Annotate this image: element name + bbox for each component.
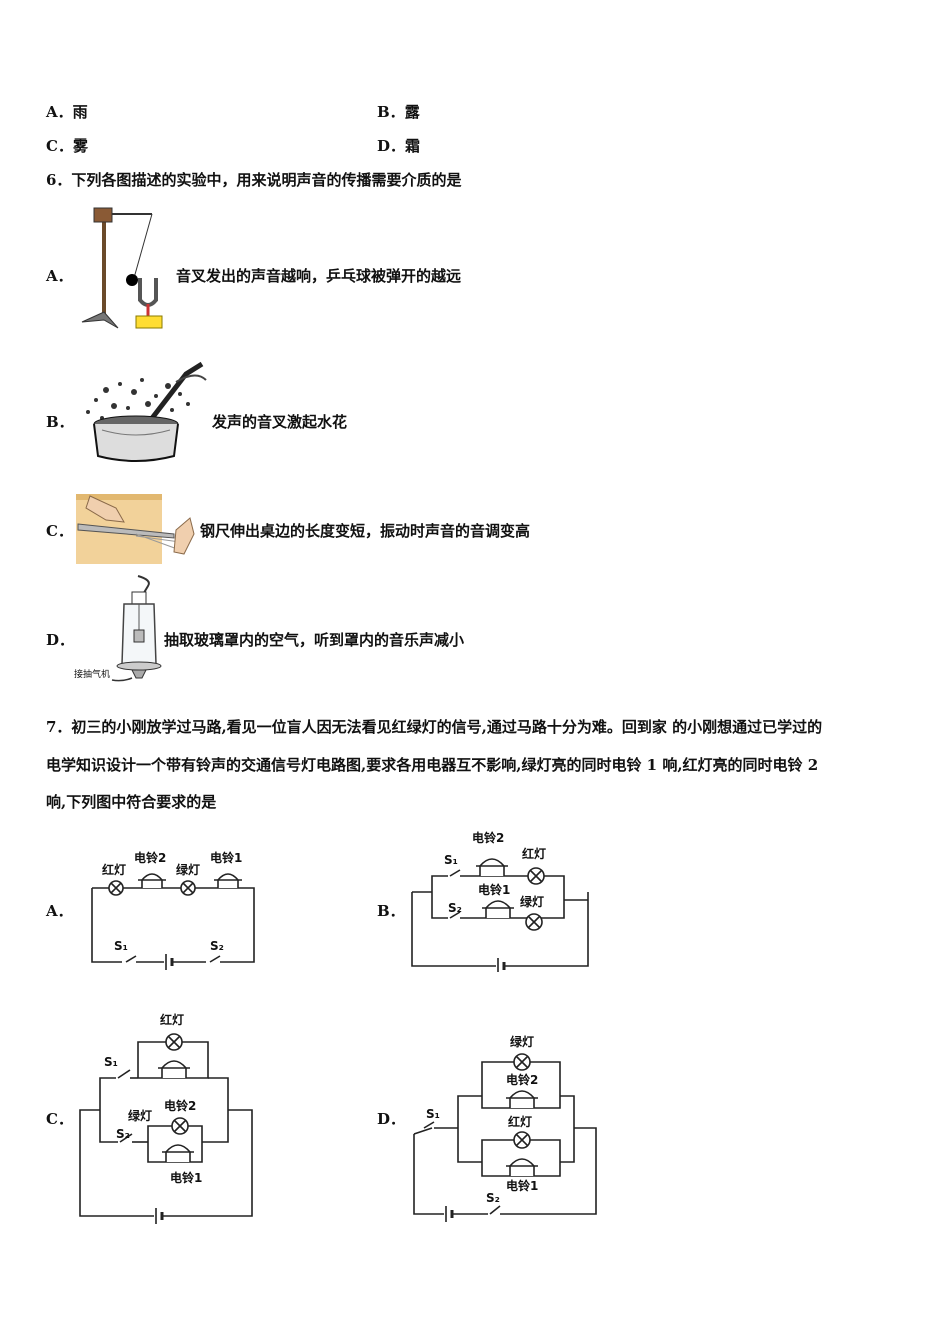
circuit-c: 红灯 绿灯 电铃2 电铃1 S₁ S₂ bbox=[79, 1012, 253, 1224]
circuit-c-bell1-label: 电铃1 bbox=[170, 1170, 202, 1185]
q7-option-a-letter: A． bbox=[46, 902, 73, 920]
q6-option-c-text: 钢尺伸出桌边的长度变短，振动时声音的音调变高 bbox=[200, 522, 531, 540]
circuit-d-bell2-label: 电铃2 bbox=[506, 1072, 538, 1087]
circuit-c-s1-label: S₁ bbox=[104, 1055, 118, 1069]
q7-option-c-letter: C． bbox=[46, 1110, 73, 1128]
q6-option-d-letter: D． bbox=[46, 631, 75, 649]
circuit-d-s2-label: S₂ bbox=[486, 1191, 500, 1205]
circuit-b-s2-label: S₂ bbox=[448, 901, 462, 915]
q5-option-d: D．霜 bbox=[377, 136, 420, 156]
circuit-c-green-label: 绿灯 bbox=[128, 1108, 152, 1123]
circuit-b-s1-label: S₁ bbox=[444, 853, 458, 867]
option-letter: C． bbox=[46, 137, 73, 155]
circuit-b-green-label: 绿灯 bbox=[520, 894, 544, 909]
q7-option-d-letter: D． bbox=[377, 1110, 406, 1128]
q5-option-a: A．雨 bbox=[46, 102, 88, 122]
q6-option-b-text: 发声的音叉激起水花 bbox=[212, 413, 348, 431]
circuit-c-bell2-label: 电铃2 bbox=[164, 1098, 196, 1113]
option-text: 雨 bbox=[72, 103, 88, 121]
q6-option-b-letter: B． bbox=[46, 413, 74, 431]
option-letter: D． bbox=[377, 137, 406, 155]
q7-stem-line-2: 电学知识设计一个带有铃声的交通信号灯电路图,要求各用电器互不影响,绿灯亮的同时电… bbox=[46, 756, 819, 774]
q7-stem-line-3: 响,下列图中符合要求的是 bbox=[46, 793, 217, 811]
option-text: 霜 bbox=[405, 137, 421, 155]
circuit-a: 红灯 电铃2 绿灯 电铃1 S₁ S₂ bbox=[91, 850, 255, 970]
bell-jar-label: 接抽气机 bbox=[74, 668, 110, 680]
option-text: 雾 bbox=[72, 137, 88, 155]
circuit-b: 电铃2 红灯 电铃1 绿灯 S₁ S₂ bbox=[411, 830, 589, 972]
circuit-a-bell2-label: 电铃2 bbox=[134, 850, 166, 865]
q5-option-b: B．露 bbox=[377, 102, 420, 122]
option-letter: A． bbox=[46, 103, 73, 121]
circuit-c-red-label: 红灯 bbox=[160, 1012, 184, 1027]
bell-jar-figure: 接抽气机 bbox=[74, 575, 162, 682]
circuit-b-bell1-label: 电铃1 bbox=[478, 882, 510, 897]
circuit-d: 绿灯 电铃2 红灯 电铃1 S₁ S₂ bbox=[413, 1034, 597, 1222]
q7-stem-line-1: 7．初三的小刚放学过马路,看见一位盲人因无法看见红绿灯的信号,通过马路十分为难。… bbox=[46, 718, 823, 736]
steel-ruler-on-table-figure bbox=[76, 494, 195, 564]
q6-option-a-text: 音叉发出的声音越响，乒乓球被弹开的越远 bbox=[176, 267, 462, 285]
circuit-a-s1-label: S₁ bbox=[114, 939, 128, 953]
circuit-a-red-label: 红灯 bbox=[102, 862, 126, 877]
q6-stem: 6．下列各图描述的实验中，用来说明声音的传播需要介质的是 bbox=[46, 171, 462, 189]
tuning-fork-pingpong-figure bbox=[81, 207, 163, 329]
option-letter: B． bbox=[377, 103, 405, 121]
option-text: 露 bbox=[404, 103, 420, 121]
q7-option-b-letter: B． bbox=[377, 902, 405, 920]
circuit-c-s2-label: S₂ bbox=[116, 1127, 130, 1141]
q6-option-c-letter: C． bbox=[46, 522, 73, 540]
circuit-a-s2-label: S₂ bbox=[210, 939, 224, 953]
q6-option-d-text: 抽取玻璃罩内的空气，听到罩内的音乐声减小 bbox=[164, 631, 465, 649]
circuit-b-bell2-label: 电铃2 bbox=[472, 830, 504, 845]
circuit-b-red-label: 红灯 bbox=[522, 846, 546, 861]
circuit-a-bell1-label: 电铃1 bbox=[210, 850, 242, 865]
circuit-d-red-label: 红灯 bbox=[508, 1114, 532, 1129]
circuit-a-green-label: 绿灯 bbox=[176, 862, 200, 877]
q5-option-c: C．雾 bbox=[46, 136, 88, 156]
circuit-d-s1-label: S₁ bbox=[426, 1107, 440, 1121]
circuit-d-bell1-label: 电铃1 bbox=[506, 1178, 538, 1193]
q6-option-a-letter: A． bbox=[46, 267, 73, 285]
tuning-fork-water-splash-figure bbox=[86, 361, 207, 462]
circuit-d-green-label: 绿灯 bbox=[510, 1034, 534, 1049]
